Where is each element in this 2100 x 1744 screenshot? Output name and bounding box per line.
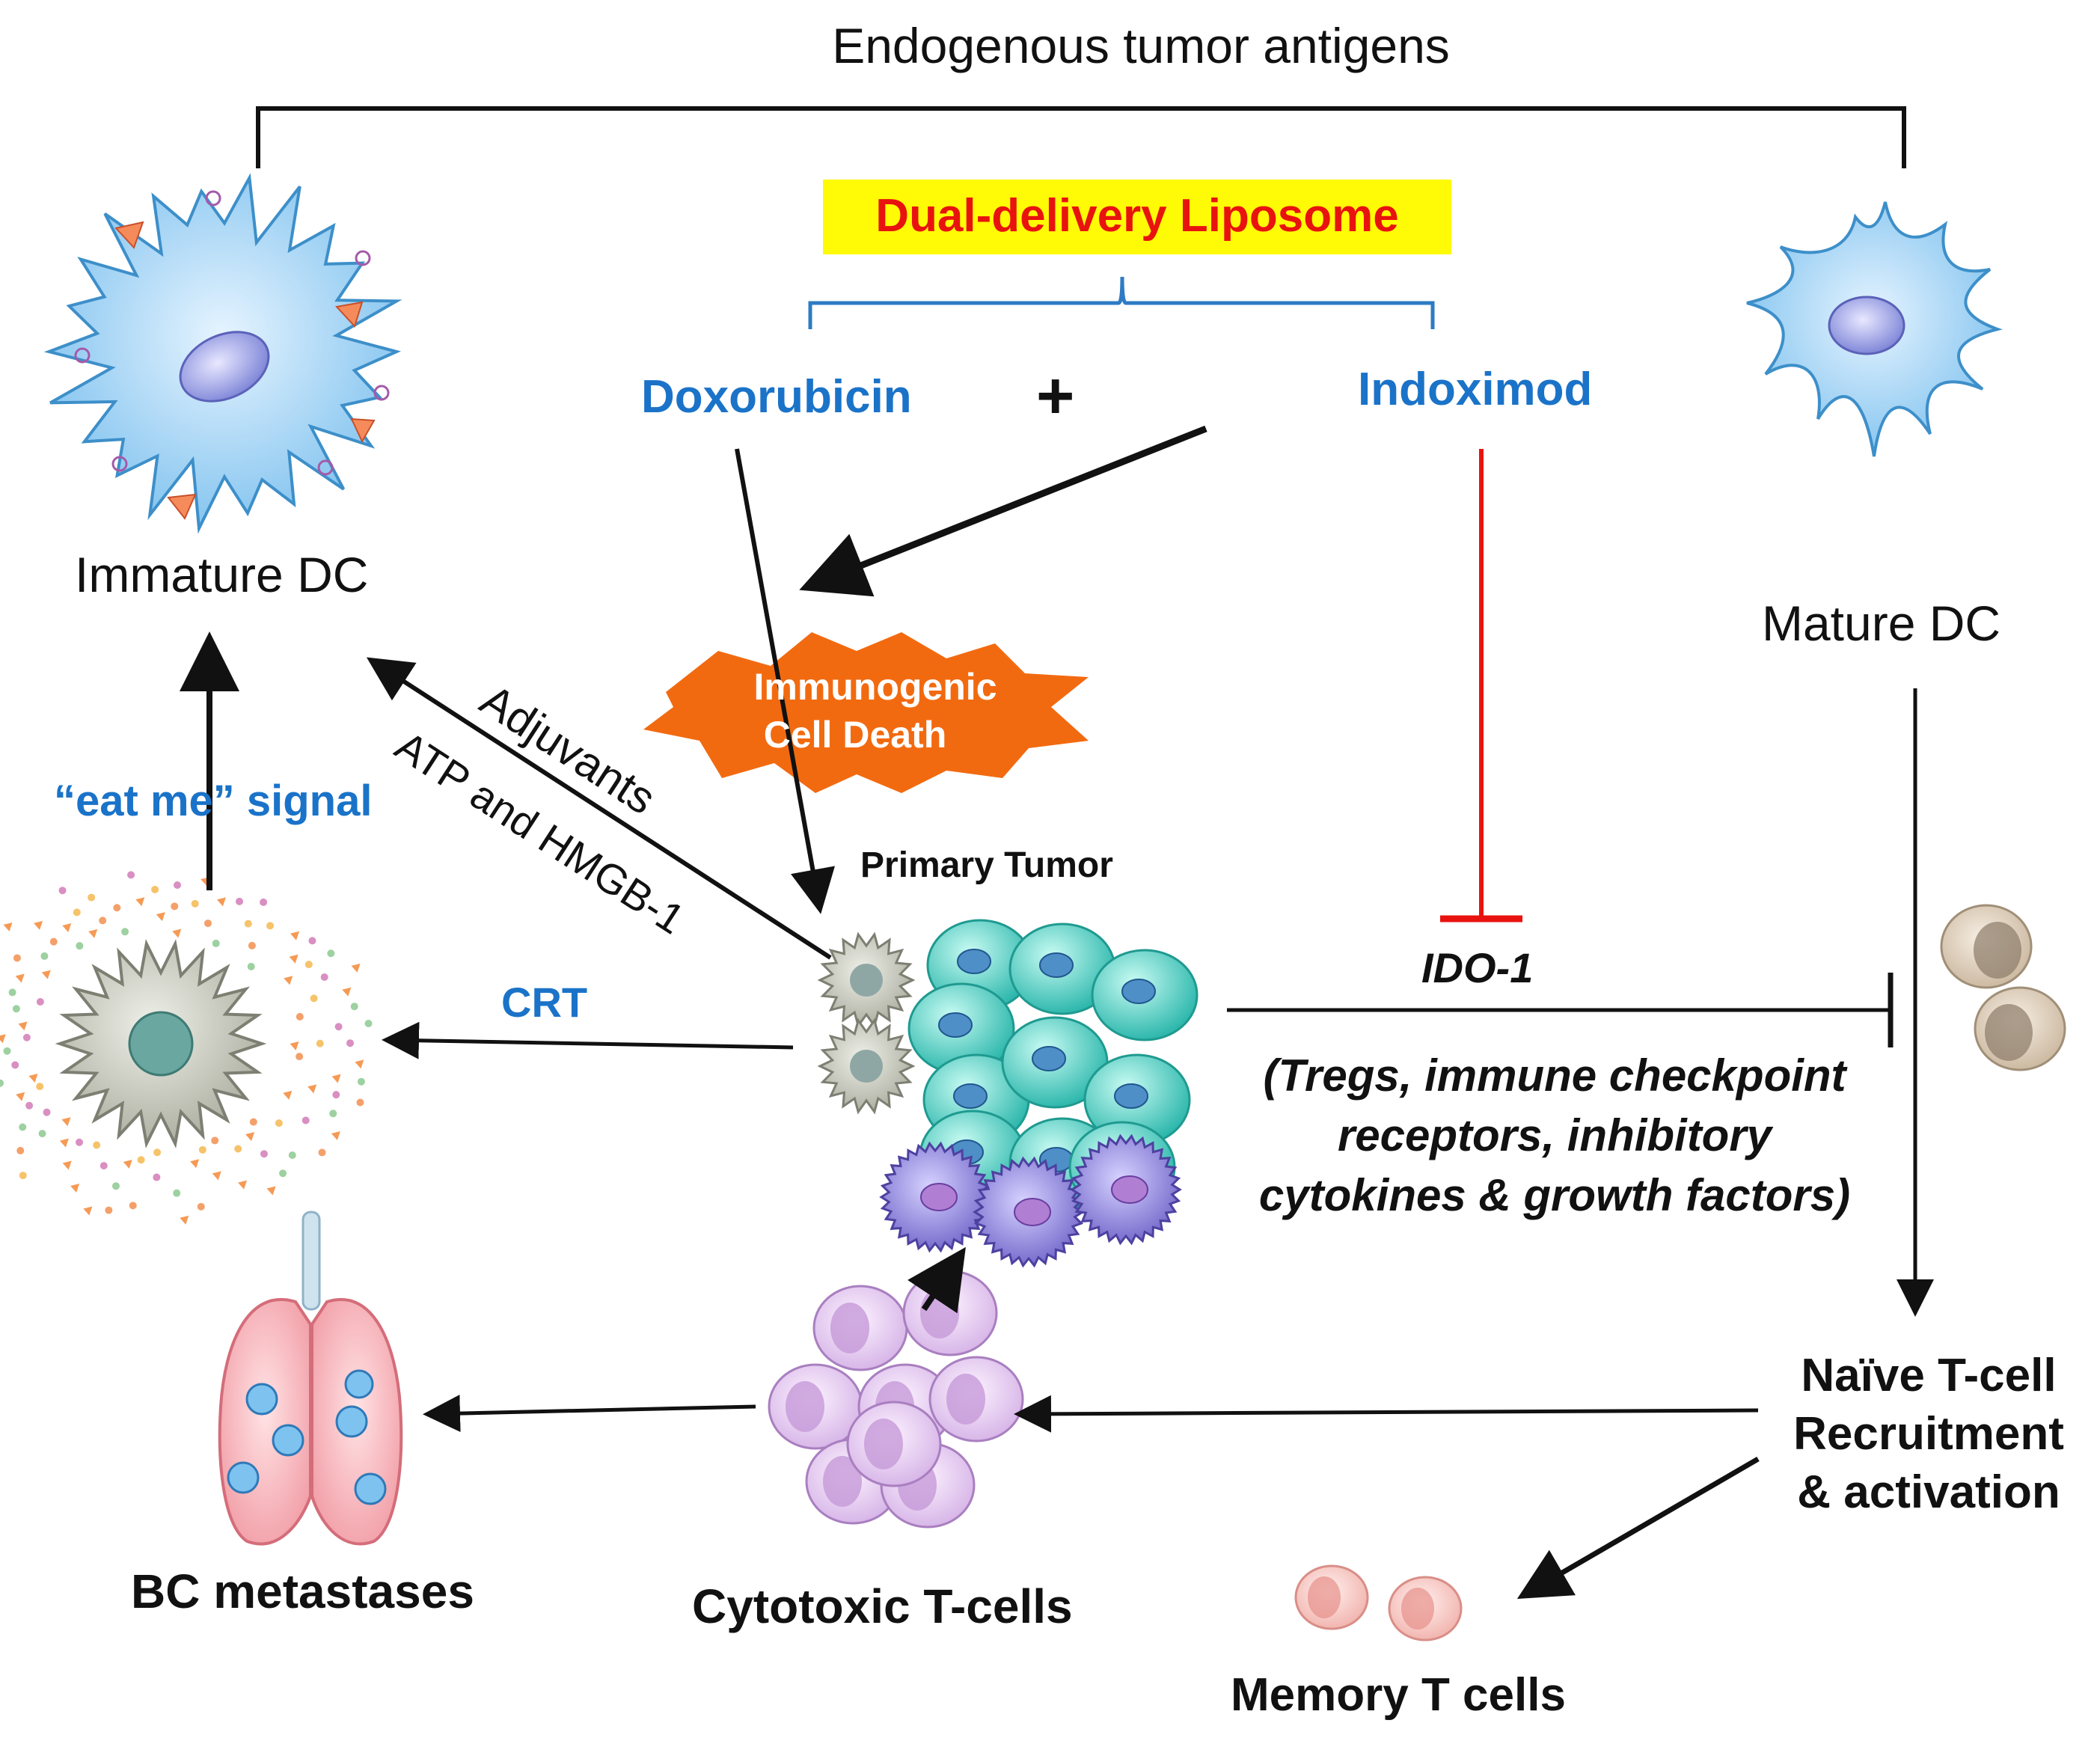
liposome-highlight <box>823 180 1451 254</box>
doxorubicin-label: Doxorubicin <box>641 371 912 423</box>
bc-metastases-label: BC metastases <box>131 1564 474 1618</box>
antigen-bracket <box>256 106 1906 168</box>
arrow-indoximod-to-tumor <box>799 425 1207 597</box>
naive-line3: & activation <box>1797 1466 2060 1518</box>
mature-dc-label: Mature DC <box>1762 596 2001 651</box>
cytotoxic-label: Cytotoxic T-cells <box>692 1579 1073 1633</box>
icd-label-line2: Cell Death <box>763 714 947 756</box>
arrow-naive-to-memory <box>1516 1456 1760 1600</box>
icd-starburst <box>643 632 1089 793</box>
mature-dc-cell <box>1746 201 2003 457</box>
arrow-naive-to-cytotoxic <box>1014 1395 1759 1433</box>
icd-label-line1: Immunogenic <box>753 666 997 708</box>
lungs-metastases <box>218 1211 403 1546</box>
ido1-label: IDO-1 <box>1421 944 1534 991</box>
liposome-label: Dual-delivery Liposome <box>875 190 1399 242</box>
inhibitors-line2: receptors, inhibitory <box>1337 1110 1772 1160</box>
naive-line1: Naïve T-cell <box>1801 1350 2057 1401</box>
dying-cell-cluster <box>0 871 373 1225</box>
crt-label: CRT <box>501 979 588 1026</box>
inhibitors-line3: cytokines & growth factors) <box>1258 1170 1851 1220</box>
plus-sign: + <box>1036 358 1075 432</box>
arrow-cytotoxic-to-tumor <box>907 1246 966 1314</box>
primary-tumor-cells <box>817 919 1199 1268</box>
arrow-doxorubicin-to-tumor <box>735 448 836 914</box>
liposome-brace <box>808 276 1435 329</box>
naive-line2: Recruitment <box>1793 1408 2064 1460</box>
primary-tumor-label: Primary Tumor <box>860 845 1113 885</box>
memory-label: Memory T cells <box>1231 1669 1566 1721</box>
dying-cell <box>55 939 267 1148</box>
indoximod-label: Indoximod <box>1358 364 1593 415</box>
naive-t-cells <box>1940 904 2066 1071</box>
arrow-cytotoxic-to-metastases <box>423 1395 756 1433</box>
cytotoxic-t-cells <box>768 1270 1024 1529</box>
immature-dc-cell <box>43 173 402 534</box>
immature-dc-label: Immature DC <box>75 547 369 602</box>
inhibitors-line1: (Tregs, immune checkpoint <box>1263 1050 1846 1101</box>
eat-me-label: “eat me” signal <box>54 777 373 825</box>
naive-t-cell-text: Naïve T-cell Recruitment & activation <box>1793 1347 2064 1522</box>
memory-t-cells <box>1294 1564 1463 1641</box>
arrow-adjuvants <box>366 657 832 960</box>
arrow-crt <box>382 1021 794 1059</box>
antigens-label: Endogenous tumor antigens <box>832 18 1450 73</box>
inhibitors-text: (Tregs, immune checkpoint receptors, inh… <box>1259 1046 1850 1226</box>
